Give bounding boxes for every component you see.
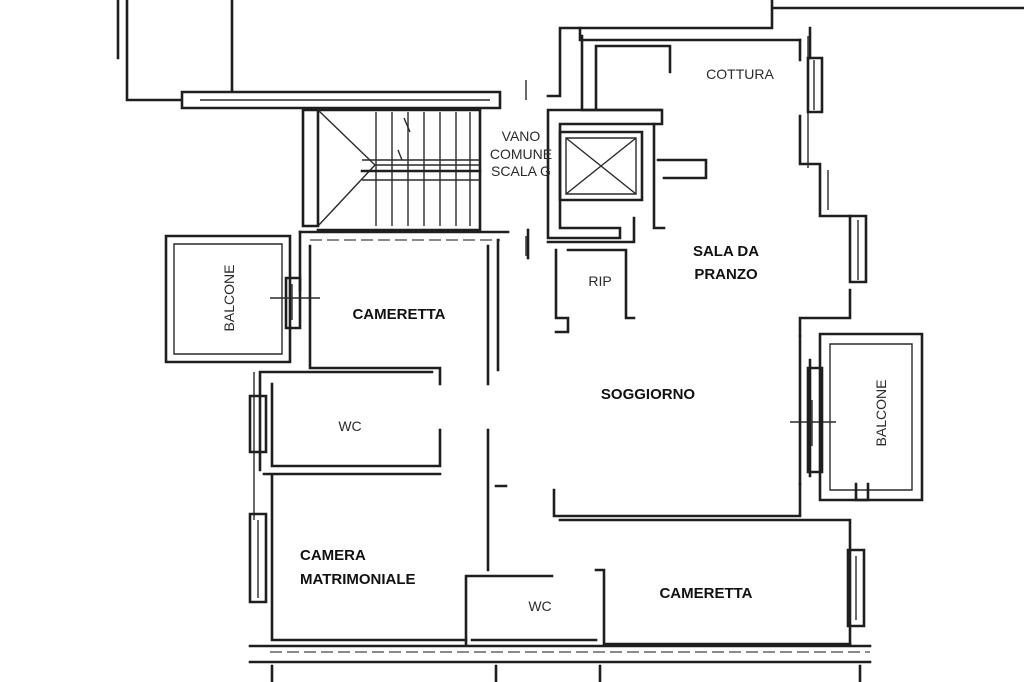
label-sala-line1: SALA DA — [693, 243, 759, 260]
label-vano-line2: COMUNE — [490, 146, 552, 162]
label-soggiorno: SOGGIORNO — [601, 386, 696, 403]
label-cameretta-bottom: CAMERETTA — [659, 585, 752, 602]
exterior-walls — [546, 0, 1024, 338]
label-balcone-right: BALCONE — [873, 380, 889, 447]
label-wc-top: WC — [338, 418, 361, 434]
neighbour-building-top-left — [116, 0, 502, 110]
label-rip: RIP — [588, 273, 611, 289]
label-balcone-left: BALCONE — [221, 265, 237, 332]
label-camera-line2: MATRIMONIALE — [300, 571, 416, 588]
label-vano-line1: VANO — [502, 128, 541, 144]
stairwell — [301, 108, 482, 232]
balcony-right — [818, 332, 924, 502]
lift-shaft — [546, 108, 708, 240]
label-wc-bottom: WC — [528, 598, 551, 614]
balcony-left — [164, 234, 292, 364]
label-camera-line1: CAMERA — [300, 547, 366, 564]
label-cameretta-top: CAMERETTA — [352, 306, 445, 323]
rip-closet — [546, 216, 636, 334]
interior-walls — [248, 228, 872, 682]
label-vano-line3: SCALA G — [491, 163, 551, 179]
label-cottura: COTTURA — [706, 66, 774, 82]
label-sala-line2: PRANZO — [694, 266, 758, 283]
